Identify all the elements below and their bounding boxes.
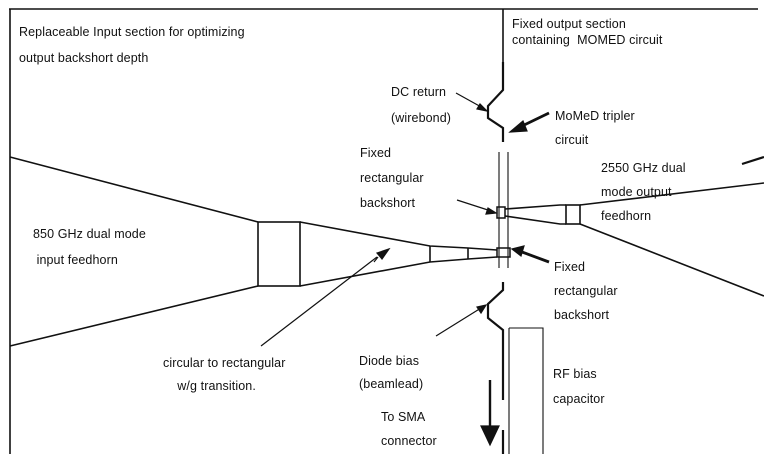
input-feedhorn-flange: [257, 221, 301, 287]
dc-return-label: DC return (wirebond): [391, 85, 452, 125]
output-section-label: Fixed output section containing MOMED ci…: [512, 17, 663, 47]
diode-bias-beamlead: [486, 282, 505, 400]
diode-bias-label: Diode bias (beamlead): [359, 354, 424, 391]
output-feedhorn-flange: [565, 204, 581, 225]
edge-fragment: [741, 155, 764, 166]
upper-backshort-label: Fixed rectangular backshort: [360, 146, 424, 210]
tripler-label: MoMeD tripler circuit: [555, 109, 635, 147]
rf-bias-capacitor: [508, 327, 544, 454]
input-section-label: Replaceable Input section for optimizing…: [19, 25, 245, 65]
rf-bias-label: RF bias capacitor: [553, 367, 605, 406]
input-feedhorn-label: 850 GHz dual mode input feedhorn: [33, 227, 146, 267]
output-feedhorn-cone: [579, 182, 764, 297]
upper-backshort: [496, 206, 506, 219]
lower-backshort-leader: [521, 250, 550, 264]
upper-backshort-leader: [456, 199, 492, 212]
input-feedhorn-cone: [9, 156, 259, 347]
diode-bias-leader: [435, 307, 482, 337]
sma-label: To SMA connector: [381, 410, 437, 448]
input-taper: [299, 221, 498, 287]
lower-backshort: [496, 247, 511, 258]
dc-return-wirebond: [486, 62, 505, 142]
transition-label: circular to rectangular w/g transition.: [163, 356, 286, 393]
transition-leader: [260, 256, 378, 347]
lower-backshort-label: Fixed rectangular backshort: [554, 260, 618, 322]
transition-arrowhead-stem: [373, 256, 379, 263]
output-taper: [504, 204, 566, 225]
output-feedhorn-label: 2550 GHz dual mode output feedhorn: [601, 161, 686, 223]
